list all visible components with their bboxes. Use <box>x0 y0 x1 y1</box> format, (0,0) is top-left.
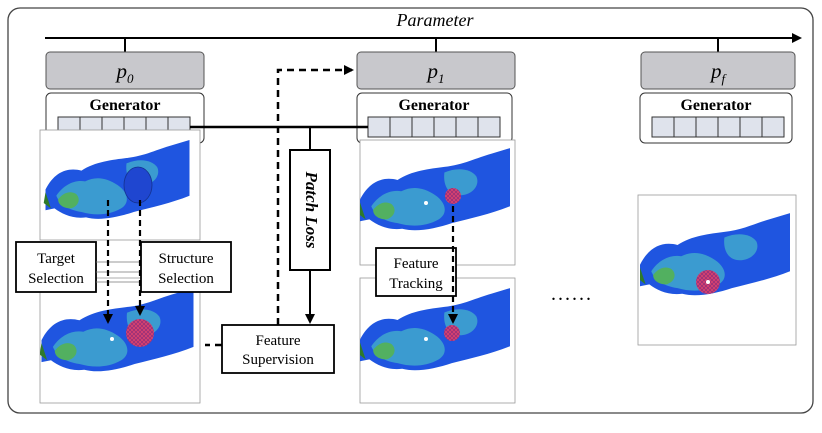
param-p0-sub: 0 <box>127 71 134 86</box>
param-pf-sub: f <box>721 71 727 86</box>
axis-label: Parameter <box>396 10 475 30</box>
param-p1-base: p <box>426 59 439 83</box>
target-selection-box <box>15 241 97 293</box>
feature-tracking-box <box>375 247 457 297</box>
param-box-p0: p0 <box>45 51 205 90</box>
svg-text:p0: p0 <box>115 59 135 86</box>
param-p0-base: p <box>115 59 128 83</box>
target-point-p1-top <box>424 201 428 205</box>
structure-selection-box <box>140 241 232 293</box>
svg-text:p1: p1 <box>426 59 445 86</box>
generator-label-pf: Generator <box>680 97 751 114</box>
latent-vector-p1 <box>367 116 501 138</box>
svg-text:pf: pf <box>709 59 728 86</box>
param-box-p1: p1 <box>356 51 516 90</box>
feature-tracking-line2: Tracking <box>389 276 443 292</box>
generator-label-p0: Generator <box>89 97 160 114</box>
feature-highlight-p0 <box>126 319 154 347</box>
latent-vector-pf <box>651 116 785 138</box>
feature-supervision-line1: Feature <box>256 333 301 349</box>
supervision-feedback-path <box>205 70 352 347</box>
patch-loss-box <box>289 149 331 271</box>
structure-selection-line2: Selection <box>158 271 214 287</box>
feature-supervision-line2: Supervision <box>242 352 314 368</box>
selection-connectors <box>96 261 141 283</box>
ellipsis: ...... <box>551 283 593 305</box>
param-p1-sub: 1 <box>438 71 445 86</box>
target-selection-line1: Target <box>37 251 76 267</box>
param-pf-base: p <box>709 59 722 83</box>
generator-p1: Generator <box>356 92 513 144</box>
param-box-pf: pf <box>640 51 796 90</box>
target-point-p1-bottom <box>424 337 428 341</box>
target-point-pf <box>706 280 710 284</box>
target-selection-line2: Selection <box>28 271 84 287</box>
structure-selection-line1: Structure <box>159 251 214 267</box>
target-point-p0 <box>110 337 114 341</box>
structure-region-p0 <box>123 166 153 204</box>
feature-highlight-p1-bottom <box>444 325 460 341</box>
outer-frame <box>7 7 814 414</box>
generator-label-p1: Generator <box>398 97 469 114</box>
feature-highlight-p1-top <box>445 188 461 204</box>
generator-pf: Generator <box>639 92 793 144</box>
patch-loss-label: Patch Loss <box>302 171 321 249</box>
feature-tracking-line1: Feature <box>394 256 439 272</box>
